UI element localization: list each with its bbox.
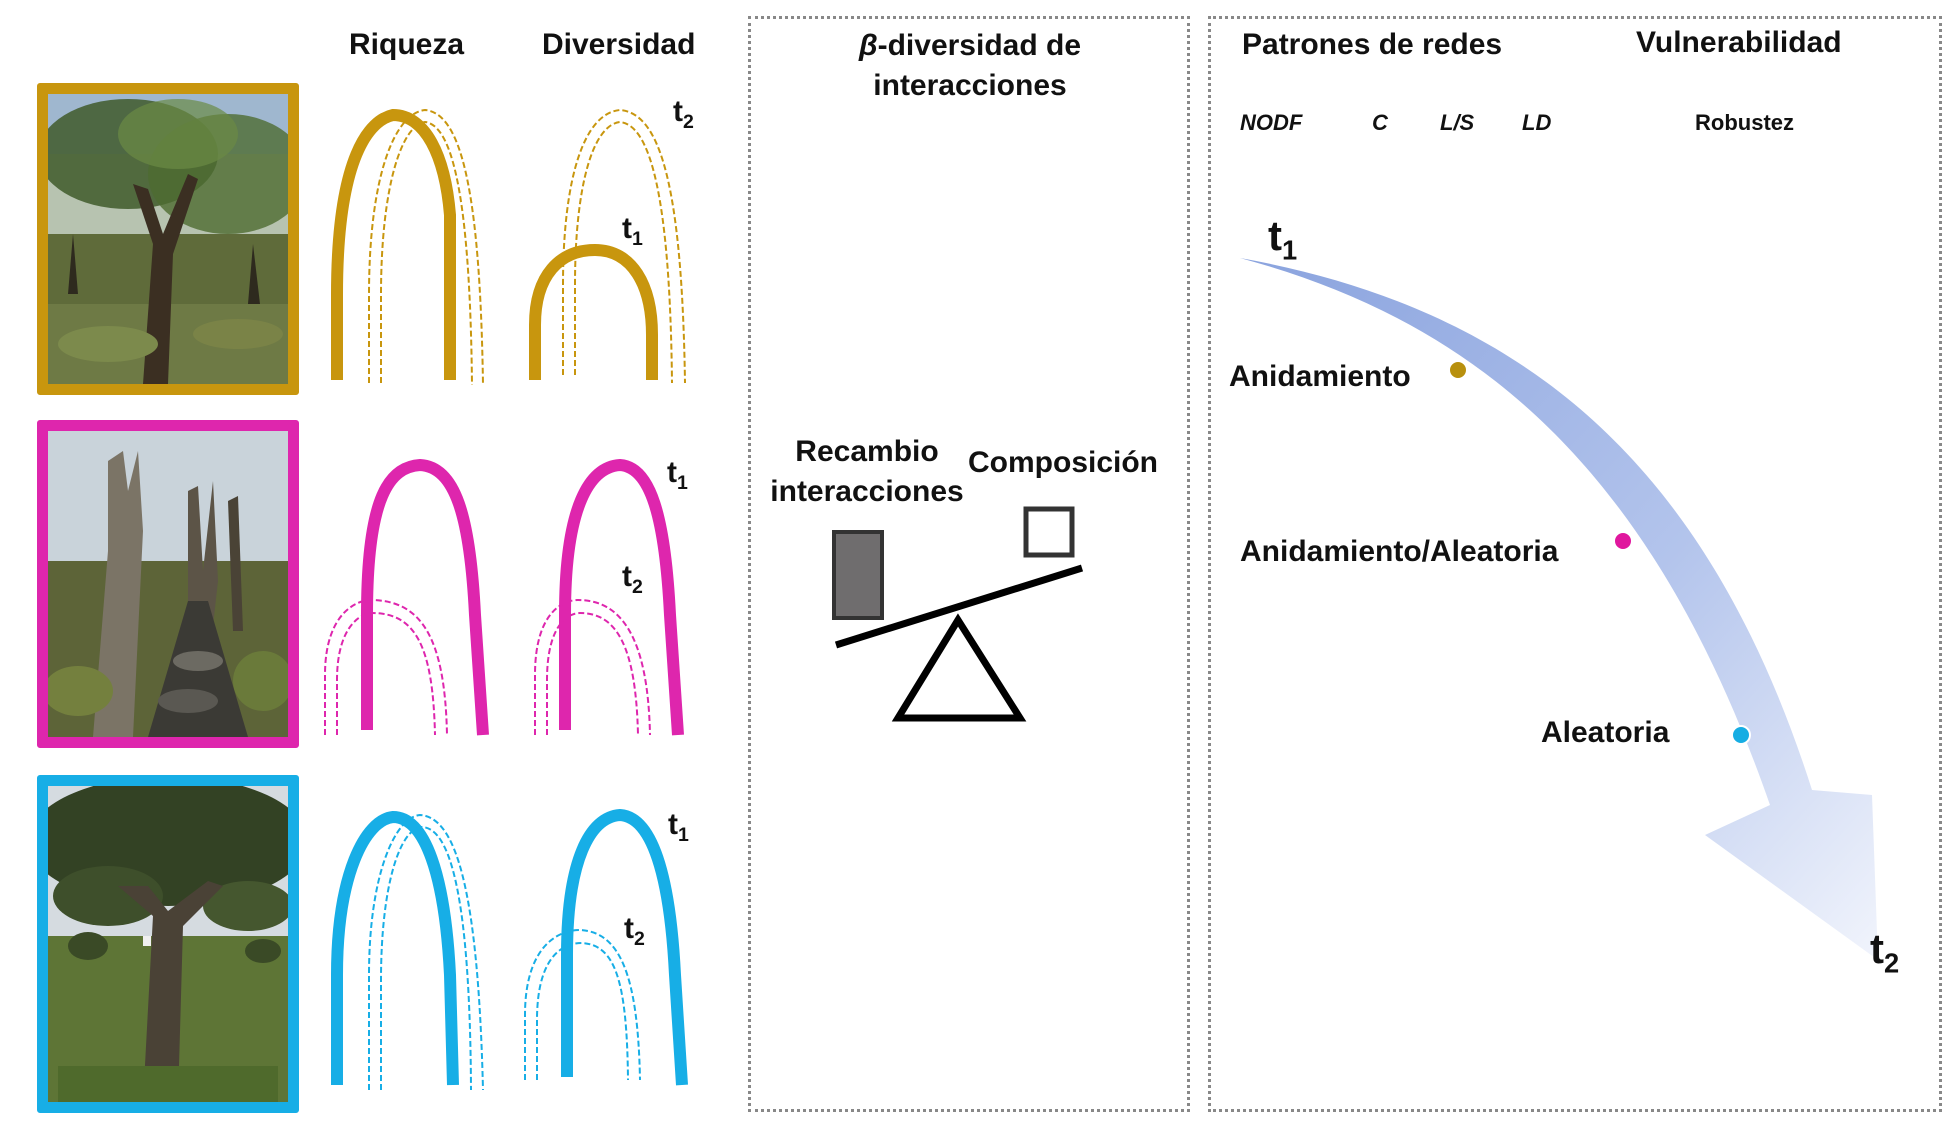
beta-symbol: β: [858, 29, 878, 62]
metric-ld: LD: [1522, 110, 1552, 135]
beta-header-line2: interacciones: [873, 69, 1067, 102]
tree-photo-3: [48, 786, 288, 1102]
t-letter: t: [1870, 925, 1884, 972]
t-letter: t: [673, 95, 683, 128]
metric-robustez: Robustez: [1695, 110, 1794, 135]
metric-nodf: NODF: [1240, 110, 1303, 135]
label-aleatoria: Aleatoria: [1541, 716, 1670, 749]
tree-photo-2: [48, 431, 288, 737]
riqueza-arch-row1: [331, 108, 484, 386]
recambio-label: Recambio interacciones: [752, 432, 982, 512]
diversidad-row1-t2: t2: [673, 95, 694, 134]
temporal-arrow: [1240, 258, 1878, 960]
network-patterns-panel: [1208, 16, 1942, 1112]
arrow-start-t1: t1: [1268, 212, 1297, 267]
t-subscript: 2: [634, 927, 645, 950]
t-letter: t: [668, 808, 678, 841]
diversidad-arch-row1: [529, 108, 686, 384]
diversidad-row3-t1: t1: [668, 808, 689, 847]
composicion-block: [1023, 506, 1075, 558]
arch-diagrams: [324, 108, 688, 1091]
habitat-photo-ribera: [37, 420, 299, 748]
diversidad-row2-t1: t1: [667, 456, 688, 495]
habitat-photo-dehesa-densa: [37, 83, 299, 395]
recambio-block: [832, 530, 884, 620]
fulcrum-triangle: [891, 613, 1027, 722]
diversidad-row3-t2: t2: [624, 912, 645, 951]
balance-scale: [832, 506, 1084, 722]
diversidad-row2-t2: t2: [622, 560, 643, 599]
point-anidamiento: [1448, 360, 1468, 380]
t-letter: t: [667, 456, 677, 489]
diversidad-arch-row2: [534, 458, 684, 736]
riqueza-arch-row3: [331, 810, 484, 1091]
header-beta-diversidad: β-diversidad de interacciones: [780, 26, 1160, 106]
t-subscript: 1: [677, 471, 688, 494]
header-diversidad: Diversidad: [542, 28, 696, 61]
t-subscript: 2: [683, 110, 694, 133]
t-letter: t: [1268, 212, 1282, 259]
arrow-shape: [1240, 258, 1878, 960]
t-subscript: 1: [678, 823, 689, 846]
t-subscript: 1: [1282, 234, 1298, 266]
diversidad-row1-t1: t1: [622, 212, 643, 251]
t-subscript: 2: [1884, 947, 1900, 979]
diversidad-arch-row3: [524, 808, 688, 1086]
riqueza-arch-row2: [324, 458, 489, 736]
t-letter: t: [624, 912, 634, 945]
point-anidamiento-aleatoria: [1613, 531, 1633, 551]
beta-diversity-panel: [748, 16, 1190, 1112]
seesaw-beam: [834, 564, 1084, 649]
habitat-photo-dehesa-abierta: [37, 775, 299, 1113]
composicion-label: Composición: [968, 446, 1159, 479]
recambio-line2: interacciones: [770, 475, 964, 508]
t-letter: t: [622, 560, 632, 593]
recambio-line1: Recambio: [795, 435, 939, 468]
tree-photo-1: [48, 94, 288, 384]
t-letter: t: [622, 212, 632, 245]
metric-ls: L/S: [1440, 110, 1475, 135]
header-riqueza: Riqueza: [349, 28, 465, 61]
metric-c: C: [1372, 110, 1388, 135]
header-patrones-redes: Patrones de redes: [1242, 28, 1503, 61]
t-subscript: 2: [632, 575, 643, 598]
point-aleatoria: [1731, 725, 1751, 745]
t-subscript: 1: [632, 227, 643, 250]
header-vulnerabilidad: Vulnerabilidad: [1636, 26, 1842, 59]
label-anidamiento: Anidamiento: [1229, 360, 1411, 393]
label-anidamiento-aleatoria: Anidamiento/Aleatoria: [1240, 535, 1559, 568]
arrow-end-t2: t2: [1870, 925, 1899, 980]
beta-header-rest: -diversidad de: [877, 29, 1082, 62]
